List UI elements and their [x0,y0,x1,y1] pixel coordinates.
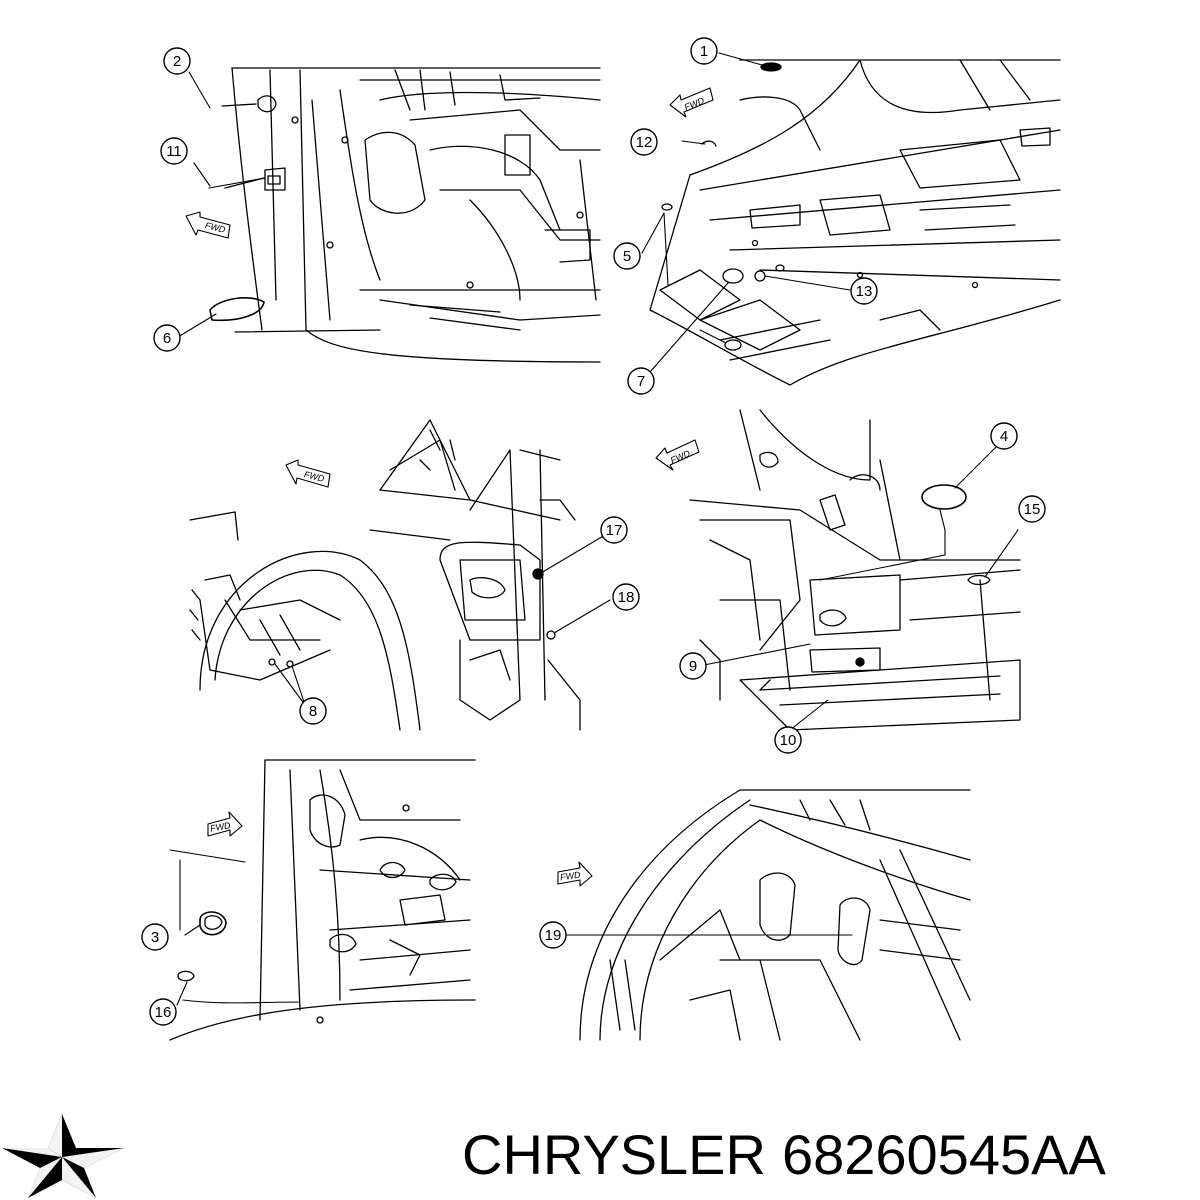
callout-circle [600,516,628,544]
chrysler-pentastar-logo [2,1114,124,1198]
callout-circle [612,583,640,611]
panel-rear-wheelhouse [189,511,451,731]
callout-number: 6 [163,330,171,347]
callout-number: 8 [309,703,317,720]
callout-circle [990,422,1018,450]
callout-number: 19 [545,927,562,944]
callout-1: 1 [690,37,718,65]
callout-number: 11 [166,143,182,160]
callout-11: 11 [160,137,188,165]
callout-circle [160,137,188,165]
callout-15: 15 [1018,495,1046,523]
fwd-arrow-4 [655,439,700,471]
callout-circle [690,37,718,65]
callout-16: 16 [149,998,177,1026]
callout-18: 18 [612,583,640,611]
callout-number: 3 [151,929,159,946]
callout-circle [539,921,567,949]
fwd-arrow-3 [285,459,331,488]
callout-circle [153,324,181,352]
callout-8: 8 [299,697,327,725]
callout-4: 4 [990,422,1018,450]
callout-number: 16 [155,1004,172,1021]
callout-circle [613,242,641,270]
brand-name: CHRYSLER [462,1123,766,1186]
fwd-arrows [185,87,714,887]
panel-front-floor-left [209,67,601,363]
fwd-label: FWD [209,820,231,833]
callout-circle [1018,495,1046,523]
callout-12: 12 [630,128,658,156]
callout-circle [774,726,802,754]
part-number: 68260545AA [781,1123,1106,1186]
fwd-arrow-6 [557,861,593,887]
panel-liftgate-opening [579,789,971,1041]
panel-floor-pan-right [649,59,1061,386]
fwd-label: FWD [303,469,326,484]
callout-number: 9 [689,658,697,675]
callout-number: 13 [856,283,873,300]
leader-lines [169,52,1019,1006]
callout-13: 13 [850,277,878,305]
panel-rear-cargo [689,409,1021,731]
callout-number: 17 [606,522,623,539]
callout-circle [163,47,191,75]
callout-number: 10 [780,732,797,749]
callout-17: 17 [600,516,628,544]
panel-pillar [379,419,581,731]
callout-circle [149,998,177,1026]
callout-2: 2 [163,47,191,75]
callout-circle [630,128,658,156]
callout-number: 5 [623,248,631,265]
fwd-arrow-5 [207,811,243,837]
fwd-label: FWD [204,220,227,235]
fwd-arrow-2 [669,87,714,118]
fwd-arrow-1 [185,211,231,239]
callout-circle [679,652,707,680]
callout-6: 6 [153,324,181,352]
fwd-label: FWD [559,870,581,883]
callout-circle [850,277,878,305]
callout-5: 5 [613,242,641,270]
callout-circle [141,923,169,951]
callout-9: 9 [679,652,707,680]
callout-number: 12 [636,134,653,151]
panel-quarter-inner [169,759,476,1041]
callout-number: 18 [618,589,635,606]
callout-10: 10 [774,726,802,754]
callout-circle [627,367,655,395]
callout-number: 2 [173,53,181,70]
callout-19: 19 [539,921,567,949]
callout-number: 4 [1000,428,1008,445]
callout-circle [299,697,327,725]
callout-number: 7 [637,373,645,390]
callout-number: 1 [700,43,708,60]
callout-3: 3 [141,923,169,951]
callout-7: 7 [627,367,655,395]
callout-number: 15 [1024,501,1041,518]
